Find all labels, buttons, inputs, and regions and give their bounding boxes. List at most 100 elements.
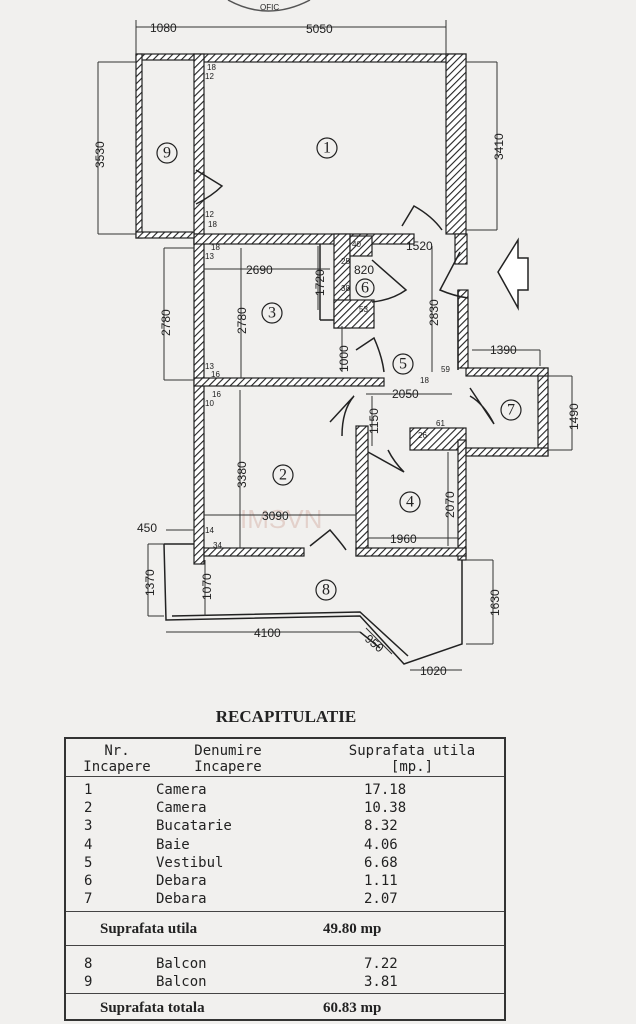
- cell-name: Balcon: [156, 974, 207, 990]
- cell-area: 6.68: [364, 855, 398, 871]
- wall-marks: 18 12 12 18 18 13 40 25 38 53 13 16 18 5…: [205, 63, 450, 550]
- utila-row: Suprafata utila 49.80 mp: [66, 918, 504, 940]
- dim-label: 2780: [159, 309, 173, 336]
- wall-mark: 18: [420, 376, 429, 385]
- wall-mark: 14: [205, 526, 214, 535]
- cell-nr: 9: [84, 974, 93, 990]
- wall-mark: 12: [205, 72, 214, 81]
- cell-nr: 8: [84, 956, 93, 972]
- cell-area: 2.07: [364, 891, 398, 907]
- utila-label: Suprafata utila: [100, 921, 198, 937]
- cell-nr: 3: [84, 818, 93, 834]
- header-nr-line1: Nr.: [104, 743, 130, 759]
- divider: [66, 945, 504, 946]
- cell-area: 3.81: [364, 974, 398, 990]
- dim-label: 1520: [406, 239, 433, 253]
- stamp-text: OFIC: [260, 3, 279, 12]
- cell-name: Debara: [156, 891, 207, 907]
- wall-mark: 18: [211, 243, 220, 252]
- wall-mark: 13: [205, 252, 214, 261]
- watermark: IMSVN: [240, 504, 322, 534]
- recap-table: Nr. Incapere Denumire Incapere Suprafata…: [64, 737, 506, 1021]
- direction-arrow: [497, 237, 529, 311]
- dim-label: 450: [137, 521, 157, 535]
- room-number: 8: [322, 582, 330, 599]
- table-row: 5 Vestibul 6.68: [66, 854, 504, 872]
- stamp: OFIC: [227, 0, 311, 12]
- dim-label: 1000: [337, 345, 351, 372]
- dim-label: 1720: [313, 269, 327, 296]
- room-number: 6: [361, 280, 369, 297]
- wall-mark: 16: [211, 370, 220, 379]
- dim-label: 820: [354, 263, 374, 277]
- wall-mark: 26: [418, 431, 427, 440]
- dim-label: 1150: [367, 408, 381, 434]
- cell-name: Vestibul: [156, 855, 224, 871]
- wall-mark: 13: [205, 362, 214, 371]
- dim-label: 3090: [262, 509, 289, 523]
- cell-nr: 5: [84, 855, 93, 871]
- header-area-line2: [mp.]: [390, 759, 434, 775]
- cell-name: Camera: [156, 782, 207, 798]
- dimension-labels: 1080 5050 3530 3410 1520 2690 1720 820 2…: [93, 21, 581, 678]
- utila-value: 49.80 mp: [323, 921, 382, 937]
- cell-area: 7.22: [364, 956, 398, 972]
- cell-nr: 6: [84, 873, 93, 889]
- divider: [66, 993, 504, 994]
- dim-label: 2070: [443, 491, 457, 518]
- dim-label: 2050: [392, 387, 419, 401]
- room-number: 7: [507, 402, 515, 419]
- wall-mark: 16: [212, 390, 221, 399]
- wall-mark: 53: [359, 305, 368, 314]
- thin-walls: [163, 244, 463, 665]
- totala-value: 60.83 mp: [323, 1000, 382, 1016]
- cell-area: 4.06: [364, 837, 398, 853]
- dim-label: 1370: [143, 569, 157, 596]
- dim-label: 1080: [150, 21, 177, 35]
- dim-label: 1070: [200, 573, 214, 600]
- wall-mark: 18: [207, 63, 216, 72]
- door-swings: [195, 169, 495, 649]
- wall-mark: 25: [341, 257, 350, 266]
- room-number: 4: [406, 494, 414, 511]
- dim-label: 1960: [390, 532, 417, 546]
- recap-title: RECAPITULATIE: [215, 707, 357, 726]
- wall-mark: 61: [436, 419, 445, 428]
- cell-name: Balcon: [156, 956, 207, 972]
- wall-mark: 12: [205, 210, 214, 219]
- dimension-lines: [97, 20, 573, 671]
- table-row: 8 Balcon 7.22: [66, 955, 504, 973]
- cell-nr: 7: [84, 891, 93, 907]
- header-name-line2: Incapere: [194, 759, 262, 775]
- cell-nr: 4: [84, 837, 93, 853]
- dim-label: 3530: [93, 141, 107, 168]
- cell-area: 1.11: [364, 873, 398, 889]
- floor-plan: OFIC IMSVN: [93, 0, 581, 678]
- walls: [135, 53, 549, 565]
- cell-area: 17.18: [364, 782, 407, 798]
- dim-label: 4100: [254, 626, 281, 640]
- dim-label: 2690: [246, 263, 273, 277]
- room-number: 9: [163, 145, 171, 162]
- cell-name: Camera: [156, 800, 207, 816]
- dim-label: 1390: [490, 343, 517, 357]
- table-row: 9 Balcon 3.81: [66, 973, 504, 991]
- divider: [66, 911, 504, 912]
- header-nr: Nr. Incapere: [72, 743, 162, 775]
- room-number: 1: [323, 140, 331, 157]
- cell-area: 8.32: [364, 818, 398, 834]
- header-nr-line2: Incapere: [83, 759, 151, 775]
- wall-mark: 38: [341, 284, 350, 293]
- dim-label: 950: [362, 632, 387, 656]
- cell-nr: 2: [84, 800, 93, 816]
- wall-mark: 59: [441, 365, 450, 374]
- header-area-line1: Suprafata utila: [348, 743, 476, 759]
- dim-label: 1490: [567, 403, 581, 430]
- room-number: 5: [399, 356, 407, 373]
